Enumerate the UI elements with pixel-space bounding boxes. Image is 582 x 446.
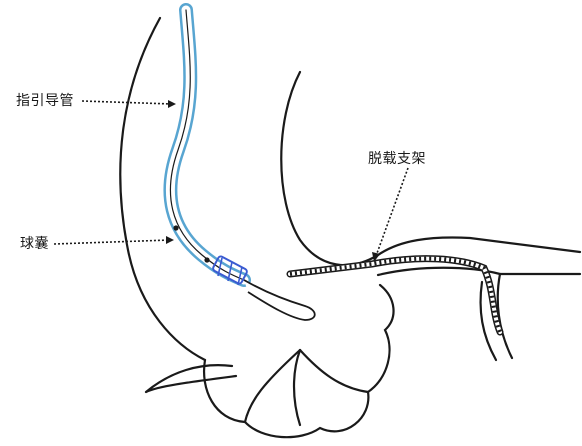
balloon-dot-1 xyxy=(173,225,178,230)
arrowhead-guide-catheter xyxy=(168,100,176,108)
leader-lines xyxy=(54,101,408,256)
sinus-divider-1 xyxy=(294,350,300,425)
arrowhead-balloon xyxy=(166,236,174,244)
aortic-wall-inner xyxy=(281,72,378,265)
guide-catheter-label: 指引导管 xyxy=(16,94,74,108)
balloon-dot-2 xyxy=(204,257,209,262)
leader-arrowheads xyxy=(166,100,380,262)
sinus-divider-3 xyxy=(245,350,300,422)
left-coronary-stump xyxy=(146,365,236,392)
balloon-shaft xyxy=(244,280,315,320)
guide-catheter xyxy=(170,10,244,280)
leader-balloon xyxy=(54,240,170,244)
coronary-upper-wall xyxy=(378,238,580,255)
balloon-label: 球囊 xyxy=(20,237,49,251)
detached-stent-label: 脱载支架 xyxy=(368,152,426,166)
sinus-divider-2 xyxy=(300,350,368,392)
guide-catheter-body xyxy=(170,10,244,280)
